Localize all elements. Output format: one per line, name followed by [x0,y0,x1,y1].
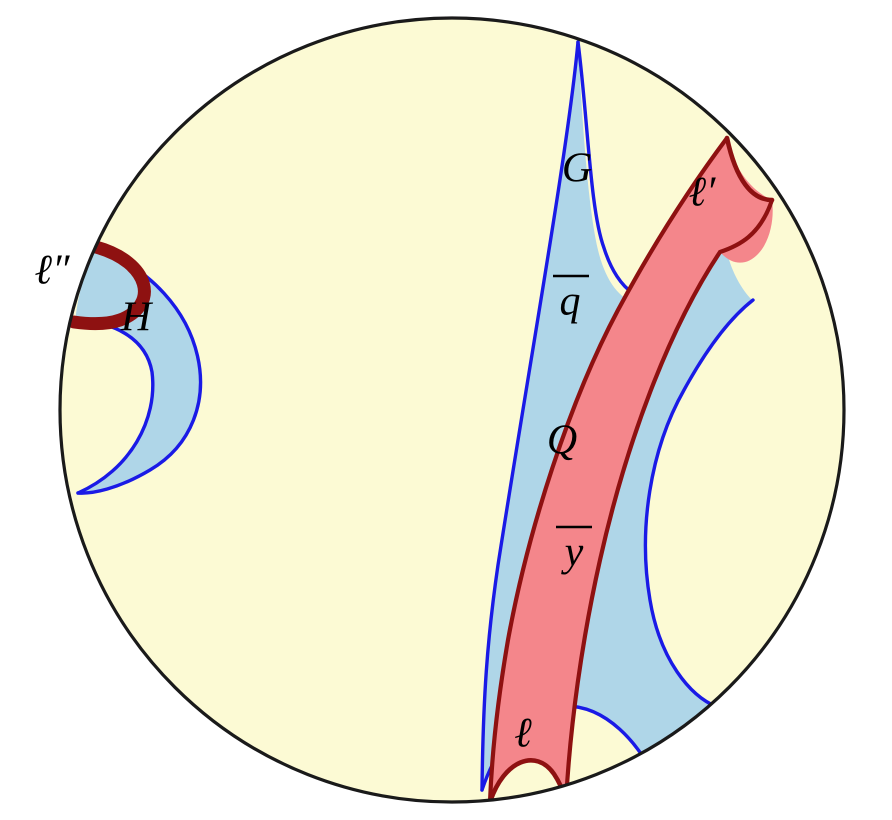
geodesic-Q-left [487,135,730,802]
label-y-bar: y [561,530,584,576]
poincare-disk-boundary [58,16,846,804]
region-Q-fill [490,138,773,802]
label-l: ℓ [514,711,532,757]
geodesic-G-left [480,40,580,792]
label-q-bar: q [560,279,581,325]
label-l-double-prime: ℓ″ [35,248,70,294]
label-G: G [562,146,592,192]
label-q-bar-group: q [553,274,589,325]
region-H-fill [75,248,201,494]
geodesic-G-right [643,298,755,709]
label-H: H [120,295,154,341]
geodesic-l-double-prime [67,240,151,331]
label-l-prime: ℓ′ [689,170,716,216]
label-Q: Q [547,418,577,464]
label-y-bar-group: y [556,525,592,576]
geodesic-Q-right [563,197,775,802]
geodesic-l-prime [724,135,775,203]
geodesic-H-outer [76,246,203,495]
